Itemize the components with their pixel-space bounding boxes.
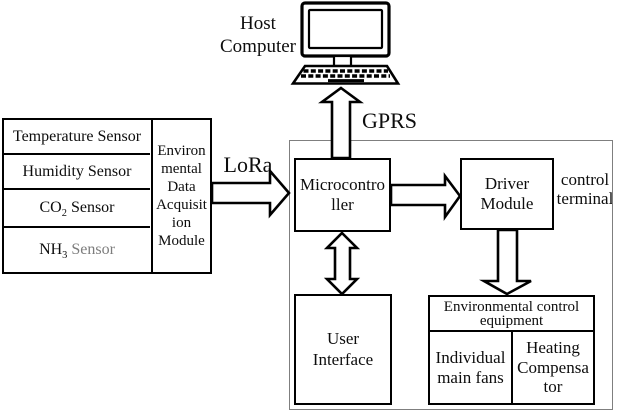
host-computer-label-line1: Host xyxy=(240,13,276,34)
keyboard-icon xyxy=(290,64,401,85)
gprs-link-label: GPRS xyxy=(362,108,418,133)
nh3-sensor-box: NH3 Sensor xyxy=(4,228,150,272)
temperature-sensor-box: Temperature Sensor xyxy=(4,120,150,155)
acquisition-module-box: Temperature Sensor Humidity Sensor CO2 S… xyxy=(2,118,212,274)
microcontroller-box: Microcontro ller xyxy=(294,158,391,232)
host-computer-label-line2: Computer xyxy=(220,36,296,58)
control-terminal-label: control terminal xyxy=(556,170,614,208)
host-computer-label: Host Computer xyxy=(216,12,300,58)
co2-sensor-box: CO2 Sensor xyxy=(4,190,150,228)
humidity-sensor-box: Humidity Sensor xyxy=(4,155,150,190)
lora-link-label: LoRa xyxy=(223,152,273,177)
heating-compensator-box: Heating Compensa tor xyxy=(517,338,589,397)
co2-sensor-label: CO2 Sensor xyxy=(39,199,115,220)
sensor-stack: Temperature Sensor Humidity Sensor CO2 S… xyxy=(4,120,150,272)
monitor-stand-icon xyxy=(332,54,353,68)
humidity-sensor-label: Humidity Sensor xyxy=(22,162,132,180)
environmental-equipment-header: Environmental control equipment xyxy=(430,297,593,332)
control-terminal-box xyxy=(289,140,613,410)
user-interface-box: User Interface xyxy=(294,294,392,405)
nh3-sensor-label: NH3 Sensor xyxy=(39,241,115,262)
driver-module-box: Driver Module xyxy=(460,158,554,230)
acquisition-module-label: Environ mental Data Acquisit ion Module xyxy=(151,120,210,272)
host-computer-icon xyxy=(290,1,401,85)
temperature-sensor-label: Temperature Sensor xyxy=(12,127,142,145)
individual-main-fans-box: Individual main fans xyxy=(430,332,513,403)
environmental-equipment-box: Environmental control equipment Individu… xyxy=(428,295,595,405)
